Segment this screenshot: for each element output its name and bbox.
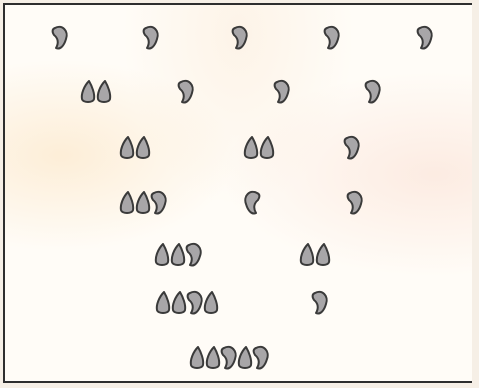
seed-row: [121, 137, 359, 159]
seed-drop: [98, 81, 110, 102]
seed-drop: [207, 347, 219, 368]
seed-drop: [137, 192, 149, 213]
seed-right: [222, 347, 236, 369]
seed-drop: [245, 137, 257, 158]
seed-group: [156, 244, 201, 266]
seed-right: [418, 27, 432, 49]
seed-right: [179, 81, 193, 103]
seed-group: [245, 192, 259, 214]
seed-row: [121, 192, 362, 214]
seed-left: [245, 192, 259, 214]
seed-right: [233, 27, 247, 49]
seed-group: [325, 27, 339, 49]
seed-drop: [205, 292, 217, 313]
seed-drop: [191, 347, 203, 368]
seed-row: [157, 292, 327, 314]
seed-drop: [121, 137, 133, 158]
seed-right: [187, 244, 201, 266]
seed-drop: [239, 347, 251, 368]
seed-group: [301, 244, 329, 265]
seed-drop: [173, 292, 185, 313]
seed-group: [121, 192, 166, 214]
seed-drop: [157, 292, 169, 313]
seed-right: [188, 292, 202, 314]
seed-group: [245, 137, 273, 158]
seed-row: [82, 81, 380, 103]
seed-drop: [317, 244, 329, 265]
seed-right: [348, 192, 362, 214]
seed-group: [157, 292, 217, 314]
seed-group: [313, 292, 327, 314]
seed-right: [53, 27, 67, 49]
seed-right: [152, 192, 166, 214]
seed-drop: [261, 137, 273, 158]
seed-group: [418, 27, 432, 49]
seed-group: [53, 27, 67, 49]
seed-drop: [156, 244, 168, 265]
seed-right: [366, 81, 380, 103]
seed-drop: [137, 137, 149, 158]
seed-group: [366, 81, 380, 103]
seed-group: [275, 81, 289, 103]
seed-group: [179, 81, 193, 103]
seed-group: [191, 347, 268, 369]
seed-group: [121, 137, 149, 158]
seed-drop: [121, 192, 133, 213]
seed-right: [325, 27, 339, 49]
seed-drop: [301, 244, 313, 265]
seed-group: [82, 81, 110, 102]
seed-right: [345, 137, 359, 159]
seed-group: [345, 137, 359, 159]
seed-right: [313, 292, 327, 314]
seed-row: [191, 347, 268, 369]
seed-row: [156, 244, 329, 266]
seed-group: [144, 27, 158, 49]
seed-right: [275, 81, 289, 103]
seed-group: [233, 27, 247, 49]
seed-right: [254, 347, 268, 369]
seed-group: [348, 192, 362, 214]
seed-row: [53, 27, 432, 49]
seed-drop: [172, 244, 184, 265]
seed-right: [144, 27, 158, 49]
seed-drop: [82, 81, 94, 102]
